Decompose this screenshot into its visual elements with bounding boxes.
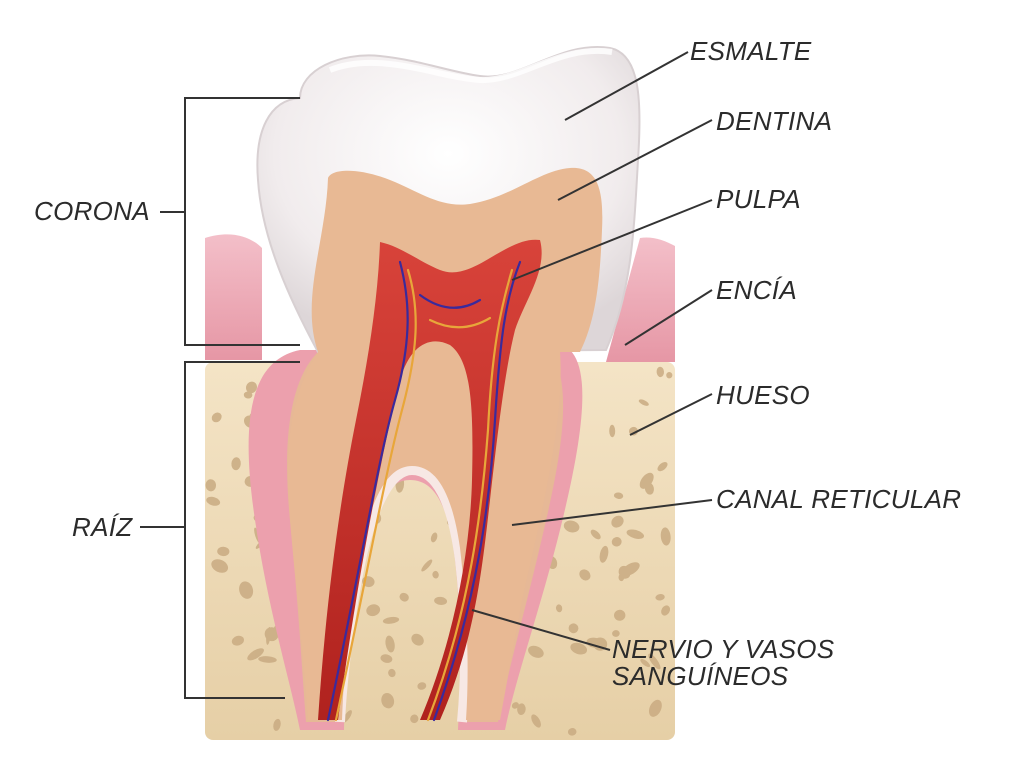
bone-pore [417,682,427,690]
bone-pore [655,594,665,601]
bone-pore [434,596,448,605]
bone-pore [648,699,662,717]
bone-pore [599,545,609,563]
label-raiz: RAÍZ [72,512,133,542]
bone-pore [421,559,433,572]
bone-pore [568,623,579,634]
bone-pore [614,609,626,621]
bone-pore [231,635,244,646]
label-nervio-line2: SANGUÍNEOS [612,661,789,691]
bone-pore [640,658,651,668]
bone-pore [660,527,671,546]
bone-pore [382,616,400,624]
bone-pore [258,656,277,663]
bone-pore [430,532,438,543]
bone-pore [211,412,222,423]
bone-pore [657,461,668,472]
bone-pore [246,381,257,394]
bone-pore [613,492,624,499]
label-dentina: DENTINA [716,106,833,136]
label-pulpa: PULPA [716,184,801,214]
bone-pore [205,479,217,492]
bone-pore [656,366,665,378]
bone-pore [661,605,671,616]
bone-pore [231,457,241,471]
bone-pore [273,718,281,731]
bone-pore [385,635,395,653]
bone-pore [618,565,631,579]
bone-pore [366,604,381,617]
nerves-vessels [326,260,522,722]
leader-lines [471,51,713,651]
bone-pore [648,653,661,670]
bone-pore [666,372,673,379]
label-hueso: HUESO [716,380,810,410]
bone-pore [528,645,544,658]
bone-pore [579,569,591,581]
bone-pore [247,648,264,661]
bone-pore [410,714,419,724]
bone-pore [243,391,253,399]
bone-pore [611,537,622,547]
bone-pore [217,546,230,557]
bone-pore [264,627,279,642]
bone-pore [411,633,424,646]
bone-pore [206,496,221,506]
bone-pore [517,703,526,715]
label-canal-reticular: CANAL RETICULAR [716,484,962,514]
label-encia: ENCÍA [716,275,797,305]
gum-right [606,237,675,362]
bone-pore [563,520,580,533]
bone-pore [511,702,519,709]
bone-pore [388,668,396,678]
pulp [318,239,542,720]
bone-pore [211,559,229,573]
bone-pore [239,581,254,599]
gum [205,234,262,360]
label-nervio-vasos: NERVIO Y VASOS SANGUÍNEOS [612,636,834,690]
bone-pore [342,710,352,723]
brackets [140,97,300,699]
label-corona: CORONA [34,196,150,226]
bone-pore [609,424,616,438]
bone-pore [570,642,588,655]
bone-pore [531,714,541,728]
bone-pore [626,529,645,539]
bone-pore [639,472,654,489]
bone-pore [611,515,624,528]
bone-pore [432,570,439,579]
label-nervio-line1: NERVIO Y VASOS [612,634,835,664]
bone-pore [380,654,393,663]
bone-pore [567,727,577,736]
bone-pore [399,592,409,602]
label-esmalte: ESMALTE [690,36,812,66]
bone-pore [612,630,620,637]
bone-pore [555,604,563,613]
bone-pore [381,692,395,709]
bone-pore [590,529,601,540]
bone-pore [638,399,649,406]
